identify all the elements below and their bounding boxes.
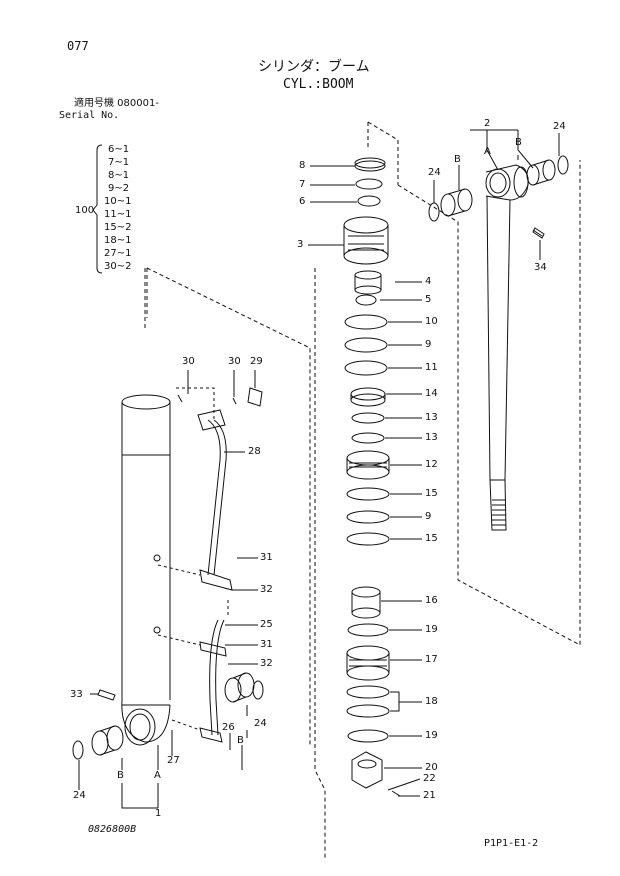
callout-13: 13	[425, 432, 438, 443]
callout-24-top-right: 24	[553, 121, 566, 132]
pipe-flange	[197, 409, 226, 431]
callout-33: 33	[70, 689, 83, 700]
callout-21: 21	[423, 790, 436, 801]
callout-14: 14	[425, 388, 438, 399]
serial-label-japanese: 適用号機 080001-	[74, 98, 159, 109]
pipe	[207, 419, 227, 576]
clamp-lower	[199, 641, 227, 657]
callout-30: 30	[228, 356, 241, 367]
bushing-top-right	[526, 159, 556, 186]
fitting-29	[247, 387, 263, 407]
callout-7: 7	[299, 179, 306, 190]
callout-31: 31	[260, 639, 273, 650]
group-bracket	[92, 144, 103, 274]
callout-3: 3	[297, 239, 304, 250]
callout-24-mid-right: 24	[254, 718, 267, 729]
callout-b-top-right: B	[515, 137, 522, 148]
callout-29: 29	[250, 356, 263, 367]
callout-24-bottom-left: 24	[73, 790, 86, 801]
callout-19: 19	[425, 730, 438, 741]
callout-32: 32	[260, 584, 273, 595]
callout-10: 10	[425, 316, 438, 327]
sheet-code: P1P1-E1-2	[484, 838, 539, 849]
callout-13: 13	[425, 412, 438, 423]
callout-a-top: A	[484, 146, 491, 157]
snap-ring-lower-left	[72, 740, 84, 760]
callout-31: 31	[260, 552, 273, 563]
callout-24-top-left: 24	[428, 167, 441, 178]
callout-b-mid-right: B	[237, 735, 244, 746]
callout-9: 9	[425, 339, 432, 350]
bushing-lower-left	[91, 725, 124, 756]
snap-ring-lower-right	[252, 680, 264, 700]
pipe-lower	[209, 619, 225, 736]
group-item: 11~1	[104, 209, 132, 220]
group-item: 6~1	[108, 144, 130, 155]
clamp-upper	[199, 569, 233, 591]
callout-5: 5	[425, 294, 432, 305]
group-item: 8~1	[108, 170, 130, 181]
callout-30: 30	[182, 356, 195, 367]
grease-fitting	[532, 227, 545, 239]
group-item: 30~2	[104, 261, 132, 272]
callout-12: 12	[425, 459, 438, 470]
o-ring-marks	[177, 394, 237, 405]
callout-2: 2	[484, 118, 491, 129]
pipe-fitting-bottom	[199, 727, 223, 743]
callout-16: 16	[425, 595, 438, 606]
callout-20: 20	[425, 762, 438, 773]
callout-6: 6	[299, 196, 306, 207]
cylinder-tube	[121, 394, 171, 746]
seal-stack	[343, 157, 401, 797]
callout-8: 8	[299, 160, 306, 171]
snap-ring-top-left	[428, 202, 440, 222]
group-item: 7~1	[108, 157, 130, 168]
group-item: 9~2	[108, 183, 130, 194]
grease-fitting-lower	[97, 689, 116, 701]
callout-a-bottom: A	[154, 770, 161, 781]
callout-28: 28	[248, 446, 261, 457]
serial-label-english: Serial No.	[59, 110, 120, 121]
title-japanese: シリンダ：ブーム	[258, 59, 370, 75]
callout-11: 11	[425, 362, 438, 373]
group-item: 27~1	[104, 248, 132, 259]
callout-18: 18	[425, 696, 438, 707]
snap-ring-top-right	[557, 155, 569, 175]
group-item: 15~2	[104, 222, 132, 233]
callout-15: 15	[425, 533, 438, 544]
title-english: CYL.:BOOM	[283, 77, 354, 92]
callout-9: 9	[425, 511, 432, 522]
callout-1: 1	[155, 808, 162, 819]
piston-rod	[485, 164, 529, 531]
group-number: 100	[75, 205, 95, 216]
callout-4: 4	[425, 276, 432, 287]
group-item: 10~1	[104, 196, 132, 207]
callout-25: 25	[260, 619, 273, 630]
page-number: 077	[67, 39, 89, 53]
callout-15: 15	[425, 488, 438, 499]
callout-22: 22	[423, 773, 436, 784]
callout-19: 19	[425, 624, 438, 635]
dash-frame-rod	[397, 160, 581, 646]
callout-32: 32	[260, 658, 273, 669]
leader-lines	[78, 129, 560, 809]
drawing-number: 0826800B	[88, 824, 137, 835]
dash-frame-left	[146, 267, 311, 745]
callout-b-bottom: B	[117, 770, 124, 781]
bushing-top-left	[440, 188, 473, 217]
callout-17: 17	[425, 654, 438, 665]
group-item: 18~1	[104, 235, 132, 246]
callout-26: 26	[222, 722, 235, 733]
bushing-lower-right	[224, 672, 255, 703]
callout-27: 27	[167, 755, 180, 766]
callout-34: 34	[534, 262, 547, 273]
dash-frame-seals	[314, 121, 399, 860]
callout-b-top-left: B	[454, 154, 461, 165]
